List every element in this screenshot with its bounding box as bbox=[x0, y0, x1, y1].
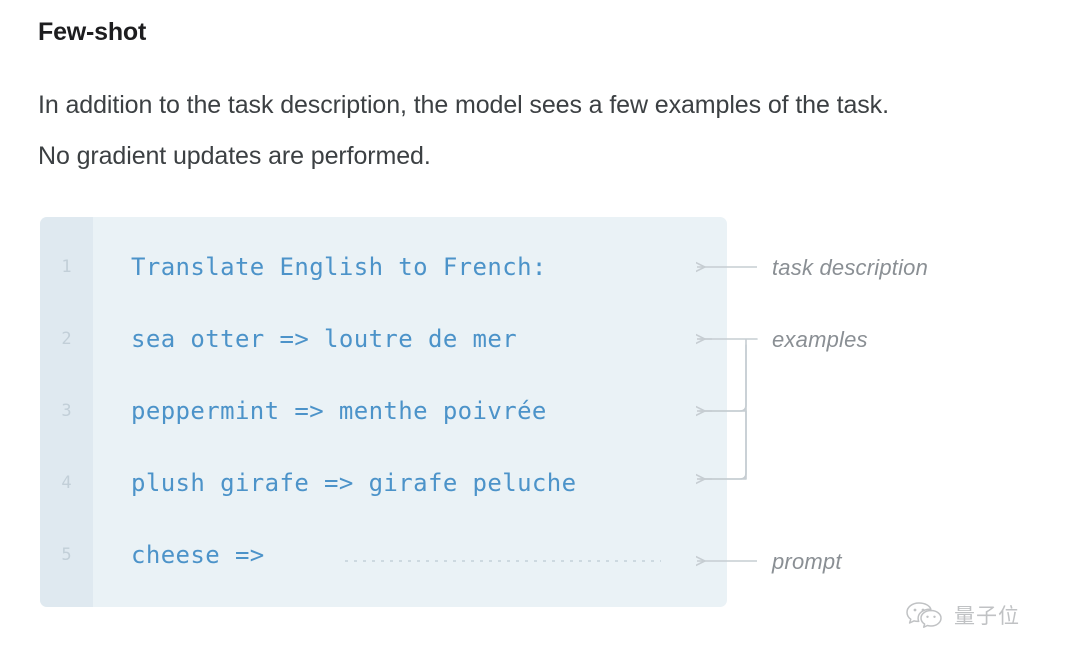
wechat-icon bbox=[906, 602, 942, 628]
code-line-text: Translate English to French: bbox=[131, 253, 547, 281]
code-line-text: cheese => bbox=[131, 541, 265, 569]
code-line-row: 4 plush girafe => girafe peluche bbox=[40, 468, 727, 498]
line-number: 1 bbox=[61, 257, 72, 277]
line-number: 5 bbox=[61, 545, 72, 565]
watermark: 量子位 bbox=[905, 600, 1020, 630]
description-text: In addition to the task description, the… bbox=[38, 91, 889, 170]
code-rows: 1 Translate English to French: 2 sea ott… bbox=[40, 217, 727, 607]
code-line-row: 3 peppermint => menthe poivrée bbox=[40, 396, 727, 426]
line-number-gutter bbox=[40, 217, 93, 607]
code-line-row: 5 cheese => bbox=[40, 540, 727, 570]
code-line-row: 2 sea otter => loutre de mer bbox=[40, 324, 727, 354]
annotation-label-prompt: prompt bbox=[772, 549, 842, 574]
code-line-text: plush girafe => girafe peluche bbox=[131, 469, 577, 497]
code-line-text: peppermint => menthe poivrée bbox=[131, 397, 547, 425]
annotation-label-task-description: task description bbox=[772, 255, 929, 280]
line-number: 3 bbox=[61, 401, 72, 421]
annotation-label-examples: examples bbox=[772, 327, 868, 352]
line-number: 2 bbox=[61, 329, 72, 349]
line-number: 4 bbox=[61, 473, 72, 493]
code-line-row: 1 Translate English to French: bbox=[40, 252, 727, 282]
page-title: Few-shot bbox=[38, 18, 147, 46]
watermark-text: 量子位 bbox=[954, 604, 1020, 628]
code-line-text: sea otter => loutre de mer bbox=[131, 325, 518, 353]
completion-blank-dotted-line bbox=[345, 560, 661, 562]
code-block: 1 Translate English to French: 2 sea ott… bbox=[40, 217, 727, 607]
